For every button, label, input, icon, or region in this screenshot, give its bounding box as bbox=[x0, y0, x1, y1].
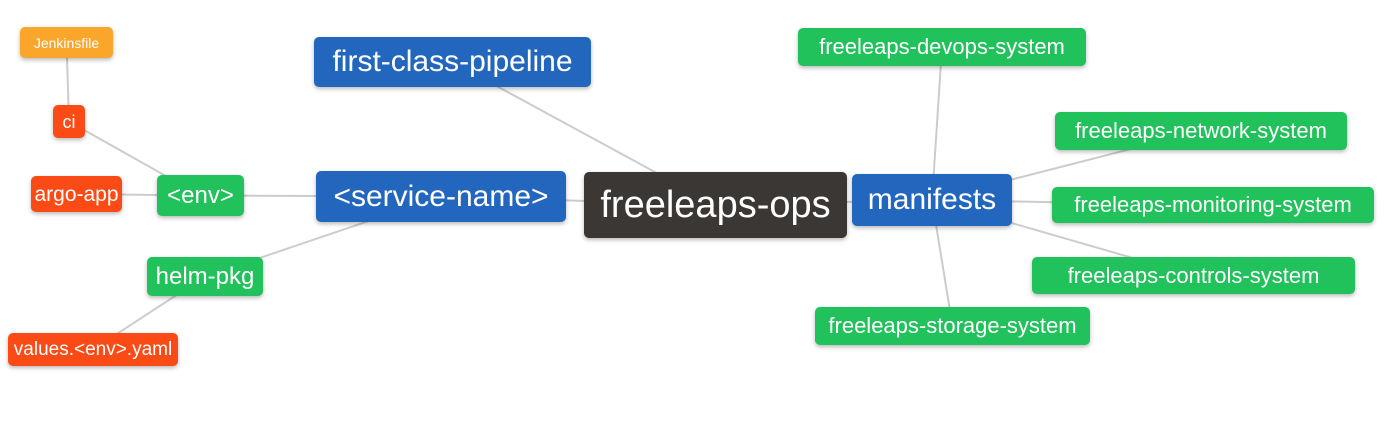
mindmap-node-values-env-yaml[interactable]: values.<env>.yaml bbox=[8, 333, 178, 366]
mindmap-node-helm-pkg[interactable]: helm-pkg bbox=[147, 257, 263, 296]
mindmap-node-freeleaps-devops-system[interactable]: freeleaps-devops-system bbox=[798, 28, 1086, 66]
mindmap-node-manifests[interactable]: manifests bbox=[852, 174, 1012, 226]
mindmap-node-freeleaps-network-system[interactable]: freeleaps-network-system bbox=[1055, 112, 1347, 150]
mindmap-node-ci[interactable]: ci bbox=[53, 105, 85, 138]
mindmap-node-freeleaps-ops[interactable]: freeleaps-ops bbox=[584, 172, 847, 238]
mindmap-node-argo-app[interactable]: argo-app bbox=[31, 176, 122, 212]
mindmap-node-jenkinsfile[interactable]: Jenkinsfile bbox=[20, 27, 113, 58]
mindmap-node-freeleaps-storage-system[interactable]: freeleaps-storage-system bbox=[815, 307, 1090, 345]
mindmap-node-freeleaps-monitoring-system[interactable]: freeleaps-monitoring-system bbox=[1052, 187, 1374, 223]
mindmap-node-first-class-pipeline[interactable]: first-class-pipeline bbox=[314, 37, 591, 87]
mindmap-node-env[interactable]: <env> bbox=[157, 175, 244, 216]
mindmap-node-freeleaps-controls-system[interactable]: freeleaps-controls-system bbox=[1032, 257, 1355, 294]
mindmap-node-service-name[interactable]: <service-name> bbox=[316, 171, 566, 222]
